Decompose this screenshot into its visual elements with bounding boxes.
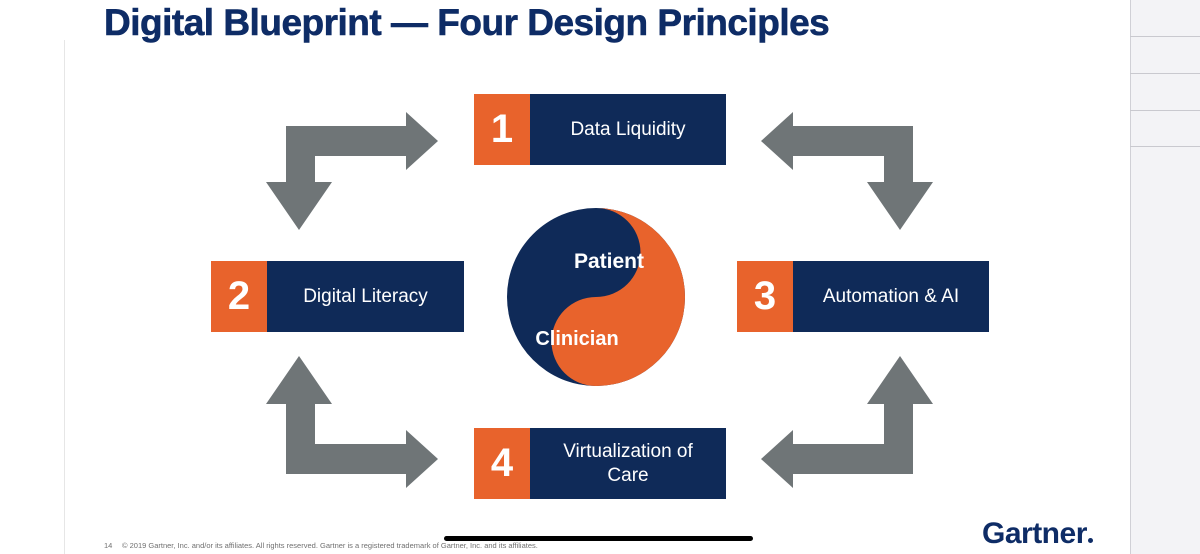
gartner-logo: Gartner [982,517,1093,551]
principle-2-number: 2 [211,261,267,332]
principle-4-number: 4 [474,428,530,499]
principle-4-label: Virtualization of Care [530,428,726,499]
page-edge [1130,0,1131,554]
page-number: 14 [104,541,113,550]
gutter-divider [1130,146,1200,147]
bent-double-arrow-icon-bottom-left [266,356,438,488]
gutter-divider [1130,73,1200,74]
slide-title: Digital Blueprint — Four Design Principl… [104,2,830,44]
gartner-logo-dot [1087,538,1093,543]
slide: Digital Blueprint — Four Design Principl… [0,0,1130,554]
bent-double-arrow-icon-top-right [761,112,933,230]
principle-3-number: 3 [737,261,793,332]
principle-1-number: 1 [474,94,530,165]
principle-3-automation-ai: 3 Automation & AI [737,261,989,332]
bent-double-arrow-icon-bottom-right [761,356,933,488]
gutter-divider [1130,36,1200,37]
right-gutter [1130,0,1200,554]
principle-2-digital-literacy: 2 Digital Literacy [211,261,464,332]
gutter-divider [1130,110,1200,111]
patient-label: Patient [574,250,644,273]
slide-left-border [64,40,65,554]
home-indicator[interactable] [444,536,753,541]
copyright-notice: © 2019 Gartner, Inc. and/or its affiliat… [122,541,538,550]
principles-diagram: Patient Clinician [266,112,933,488]
principle-3-label: Automation & AI [793,261,989,332]
principle-2-label: Digital Literacy [267,261,464,332]
principle-1-data-liquidity: 1 Data Liquidity [474,94,726,165]
gartner-logo-text: Gartner [982,517,1087,550]
principle-1-label: Data Liquidity [530,94,726,165]
clinician-label: Clinician [535,328,618,350]
bent-double-arrow-icon-top-left [266,112,438,230]
yin-yang-icon: Patient Clinician [507,208,685,386]
principle-4-virtualization-of-care: 4 Virtualization of Care [474,428,726,499]
yin-yang-orange-half [551,208,685,386]
